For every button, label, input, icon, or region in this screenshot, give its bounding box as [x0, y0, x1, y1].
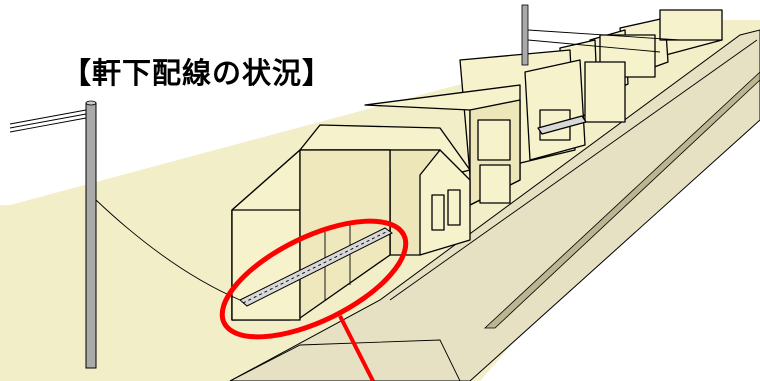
- highlight-ellipse-icon: [219, 218, 409, 340]
- far-utility-pole-icon: [521, 4, 681, 66]
- road-curb-line: [389, 39, 758, 301]
- highlight-pointer: [338, 315, 375, 381]
- mid-cable-tray-icon: [537, 115, 587, 135]
- utility-pole-icon: [9, 100, 241, 369]
- page-title: 【軒下配線の状況】: [62, 56, 333, 90]
- window-building: [364, 84, 521, 206]
- road: [229, 29, 760, 381]
- road-shadow-strip: [483, 71, 760, 329]
- eaves-cable-tray-icon: [239, 227, 393, 307]
- road-edge-front: [229, 339, 461, 381]
